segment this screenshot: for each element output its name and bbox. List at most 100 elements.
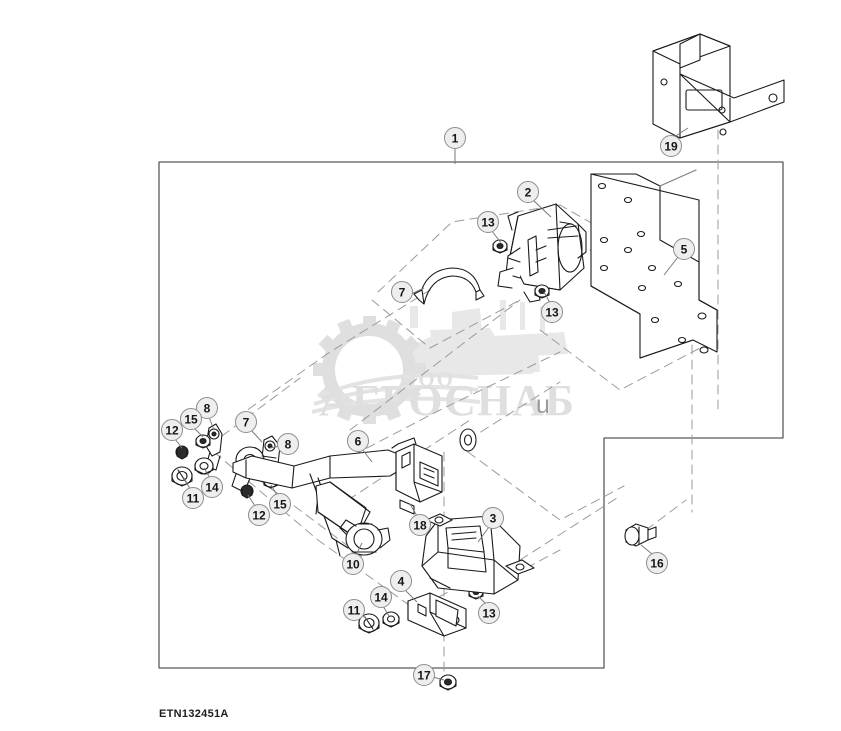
callout-bubble-15b[interactable]: 15 bbox=[269, 493, 291, 515]
callout-bubble-16[interactable]: 16 bbox=[646, 552, 668, 574]
callout-circle bbox=[269, 493, 291, 515]
callout-label: 14 bbox=[374, 590, 388, 604]
part-2-motor-actuator bbox=[497, 203, 587, 303]
callout-circle bbox=[370, 586, 392, 608]
callout-bubble-14[interactable]: 14 bbox=[201, 476, 223, 498]
callout-bubble-12b[interactable]: 12 bbox=[248, 504, 270, 526]
callout-label: 7 bbox=[399, 285, 406, 299]
callout-label: 8 bbox=[285, 437, 292, 451]
callout-circle bbox=[196, 397, 218, 419]
part-5-mounting-plate bbox=[590, 169, 718, 359]
callout-circle bbox=[517, 181, 539, 203]
part-17-nut bbox=[439, 674, 457, 691]
callout-label: 3 bbox=[490, 511, 497, 525]
callout-circle bbox=[541, 301, 563, 323]
callout-bubble-1[interactable]: 1 bbox=[444, 127, 466, 149]
callout-circle bbox=[409, 514, 431, 536]
callout-label: 10 bbox=[346, 557, 360, 571]
callout-bubble-13c[interactable]: 13 bbox=[478, 602, 500, 624]
callout-circle bbox=[343, 599, 365, 621]
part-4-mounting-strap bbox=[407, 592, 467, 637]
callout-label: 2 bbox=[525, 185, 532, 199]
washer-14-a bbox=[194, 457, 214, 475]
callout-label: 4 bbox=[398, 574, 405, 588]
assembly-boundary-frame bbox=[158, 161, 784, 669]
callout-circle bbox=[182, 487, 204, 509]
part-3-control-module bbox=[421, 513, 535, 595]
callout-label: 14 bbox=[205, 480, 219, 494]
bolt-12-b bbox=[240, 484, 254, 499]
part-number-label: ETN132451A bbox=[159, 708, 229, 720]
eyelet-mid bbox=[459, 428, 477, 452]
callout-circle bbox=[342, 553, 364, 575]
callout-bubble-18[interactable]: 18 bbox=[409, 514, 431, 536]
callout-bubble-12[interactable]: 12 bbox=[161, 419, 183, 441]
clamp-8-left bbox=[205, 423, 223, 471]
callout-bubble-11b[interactable]: 11 bbox=[343, 599, 365, 621]
callout-bubble-5[interactable]: 5 bbox=[673, 238, 695, 260]
callout-label: 1 bbox=[452, 131, 459, 145]
callout-circle bbox=[347, 430, 369, 452]
part-19-support-bracket bbox=[652, 33, 785, 139]
callout-bubble-17[interactable]: 17 bbox=[413, 664, 435, 686]
watermark-name: АГРОСНАБ bbox=[319, 376, 575, 425]
callout-label: 16 bbox=[650, 556, 664, 570]
stray-character: u bbox=[536, 391, 550, 419]
callout-bubble-6[interactable]: 6 bbox=[347, 430, 369, 452]
callout-bubble-7[interactable]: 7 bbox=[391, 281, 413, 303]
callout-circle bbox=[477, 211, 499, 233]
callout-bubble-19[interactable]: 19 bbox=[660, 135, 682, 157]
callout-label: 6 bbox=[355, 434, 362, 448]
callout-label: 19 bbox=[664, 139, 678, 153]
callout-circle bbox=[390, 570, 412, 592]
callout-circle bbox=[482, 507, 504, 529]
part-18-connector bbox=[391, 437, 443, 515]
fasteners-left-cluster bbox=[171, 434, 279, 499]
callout-circle bbox=[180, 408, 202, 430]
fasteners-bottom-cluster bbox=[358, 611, 400, 634]
callout-bubble-2[interactable]: 2 bbox=[517, 181, 539, 203]
nut-13-b bbox=[534, 284, 550, 299]
nut-11-b bbox=[358, 613, 380, 634]
callout-label: 13 bbox=[482, 606, 496, 620]
callout-label: 13 bbox=[481, 215, 495, 229]
gear-teeth bbox=[313, 316, 426, 424]
callout-label: 11 bbox=[187, 491, 200, 505]
part-16-flange-bolt bbox=[624, 523, 657, 547]
callout-label: 5 bbox=[681, 242, 688, 256]
callout-label: 13 bbox=[545, 305, 559, 319]
callout-bubble-4[interactable]: 4 bbox=[390, 570, 412, 592]
callout-label: 7 bbox=[243, 415, 250, 429]
callout-label: 12 bbox=[165, 423, 179, 437]
callout-bubble-3[interactable]: 3 bbox=[482, 507, 504, 529]
callout-circle bbox=[248, 504, 270, 526]
callout-bubble-8[interactable]: 8 bbox=[196, 397, 218, 419]
callout-bubble-8b[interactable]: 8 bbox=[277, 433, 299, 455]
callout-circle bbox=[444, 127, 466, 149]
part-10-hose-clamp bbox=[339, 519, 391, 556]
callout-bubble-14b[interactable]: 14 bbox=[370, 586, 392, 608]
callout-circle bbox=[235, 411, 257, 433]
callout-bubble-15[interactable]: 15 bbox=[180, 408, 202, 430]
callout-label: 15 bbox=[184, 412, 198, 426]
callout-circle bbox=[646, 552, 668, 574]
part-7-curved-clamp-upper bbox=[413, 267, 485, 305]
washer-14-b bbox=[382, 611, 400, 628]
callout-bubble-11[interactable]: 11 bbox=[182, 487, 204, 509]
callout-bubble-7b[interactable]: 7 bbox=[235, 411, 257, 433]
callout-circle bbox=[391, 281, 413, 303]
callout-bubble-13b[interactable]: 13 bbox=[541, 301, 563, 323]
callout-bubble-13[interactable]: 13 bbox=[477, 211, 499, 233]
callout-circle bbox=[660, 135, 682, 157]
nut-11-a bbox=[171, 466, 193, 487]
washer-15-a bbox=[195, 434, 211, 449]
callout-label: 17 bbox=[417, 668, 431, 682]
callout-bubble-10[interactable]: 10 bbox=[342, 553, 364, 575]
callout-label: 11 bbox=[348, 603, 361, 617]
callout-circle bbox=[201, 476, 223, 498]
callout-label: 8 bbox=[204, 401, 211, 415]
callout-label: 18 bbox=[413, 518, 427, 532]
